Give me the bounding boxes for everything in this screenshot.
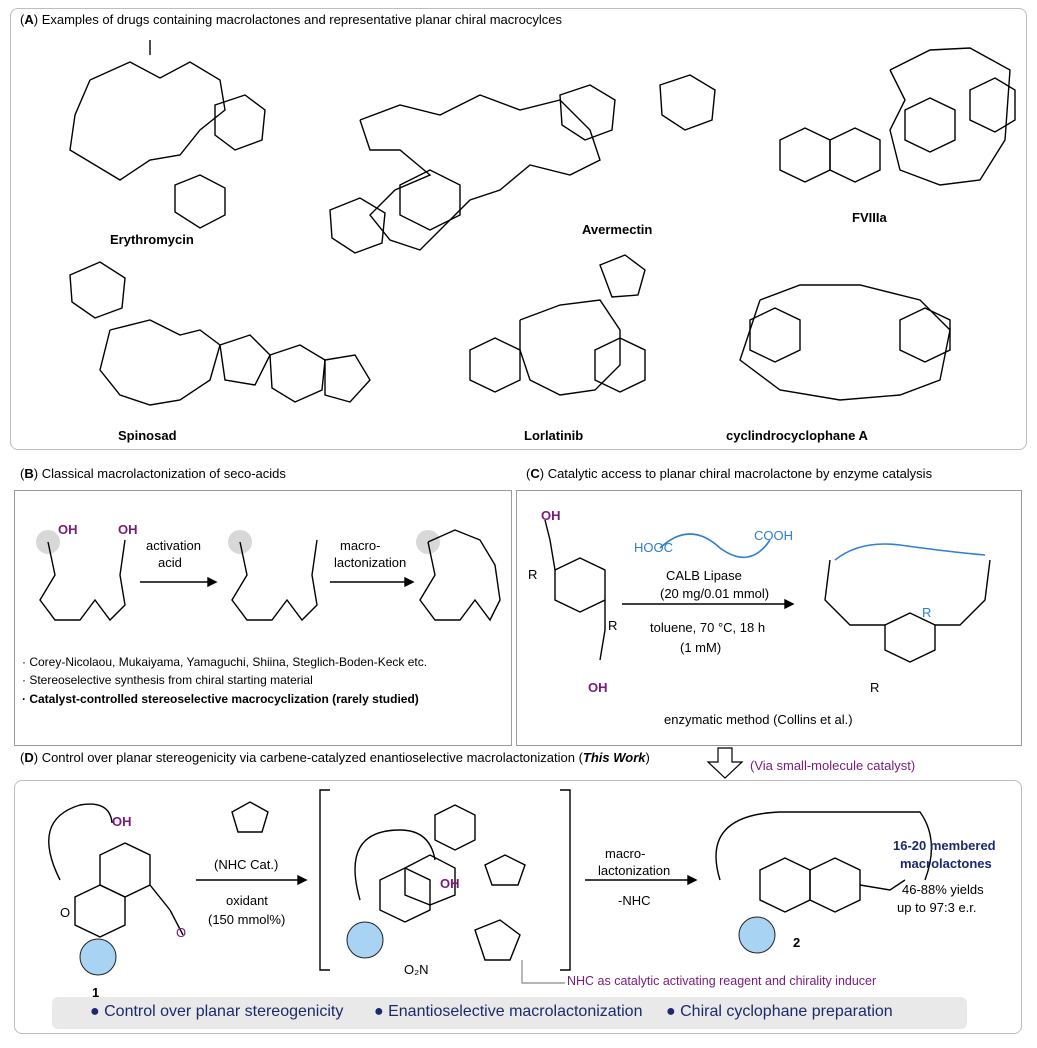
product-er: up to 97:3 e.r. bbox=[897, 900, 977, 915]
macrolactonization-d-2: lactonization bbox=[598, 863, 671, 878]
compound-cyclindrocyclophane: cyclindrocyclophane A bbox=[726, 428, 868, 443]
enzyme-concentration: (1 mM) bbox=[680, 640, 722, 655]
seco-alcohol-oh-label: OH bbox=[118, 522, 138, 537]
diol-r2: R bbox=[608, 618, 618, 633]
panel-b-bullet-1: · Corey-Nicolaou, Mukaiyama, Yamaguchi, … bbox=[22, 655, 428, 669]
nhc-role-note: NHC as catalytic activating reagent and … bbox=[567, 974, 877, 988]
cyclophane-r2: R bbox=[870, 680, 880, 695]
panel-c-title: (C) Catalytic access to planar chiral ma… bbox=[526, 466, 933, 481]
diol-bottom-oh: OH bbox=[588, 680, 608, 695]
nitro-group: O₂N bbox=[404, 962, 429, 977]
via-catalyst-note: (Via small-molecule catalyst) bbox=[750, 758, 916, 773]
enzyme-conditions: toluene, 70 °C, 18 h bbox=[650, 620, 766, 635]
macrolactonization-label-2: lactonization bbox=[334, 555, 407, 570]
panel-a bbox=[10, 8, 1027, 450]
feature-planar: ● Control over planar stereogenicity bbox=[90, 1003, 344, 1020]
feature-cyclophane: ● Chiral cyclophane preparation bbox=[666, 1003, 893, 1020]
cyclophane-r1: R bbox=[922, 605, 932, 620]
compound-avermectin: Avermectin bbox=[582, 222, 653, 237]
compound-spinosad: Spinosad bbox=[118, 428, 177, 443]
product-title-1: 16-20 membered bbox=[893, 838, 996, 853]
panel-b-title: (B) Classical macrolactonization of seco… bbox=[20, 466, 286, 481]
substrate-ether-o: O bbox=[60, 905, 71, 920]
enzyme-reagent: CALB Lipase bbox=[666, 568, 742, 583]
features-bar: ● Control over planar stereogenicity ● E… bbox=[52, 997, 967, 1029]
product-title-2: macrolactones bbox=[900, 856, 992, 871]
compound-erythromycin: Erythromycin bbox=[110, 232, 194, 247]
panel-b-bullet-2: · Stereoselective synthesis from chiral … bbox=[22, 673, 313, 687]
diacid-right: COOH bbox=[754, 528, 793, 543]
nhc-cat-label: (NHC Cat.) bbox=[214, 857, 279, 872]
panel-d-title: (D) Control over planar stereogenicity v… bbox=[20, 750, 650, 765]
product-yields: 46-88% yields bbox=[902, 882, 984, 897]
substrate-aldehyde-o: O bbox=[176, 925, 187, 940]
substrate-label: 1 bbox=[92, 985, 100, 1000]
compound-fviii: FVIIIa bbox=[852, 210, 887, 225]
substrate-oh: OH bbox=[112, 814, 132, 829]
oxidant-amount: (150 mmol%) bbox=[208, 912, 286, 927]
panel-a-title: (A) Examples of drugs containing macrola… bbox=[20, 12, 562, 27]
minus-nhc: -NHC bbox=[618, 893, 651, 908]
enzyme-amount: (20 mg/0.01 mmol) bbox=[660, 586, 770, 601]
activation-label-2: acid bbox=[158, 555, 182, 570]
seco-acid-oh-label: OH bbox=[58, 522, 78, 537]
activation-label-1: activation bbox=[146, 538, 201, 553]
diol-top-oh: OH bbox=[541, 508, 561, 523]
macrolactonization-d-1: macro- bbox=[605, 846, 646, 861]
diacid-left: HOOC bbox=[634, 540, 673, 555]
panel-b-bullet-3: · Catalyst-controlled stereoselective ma… bbox=[22, 692, 419, 706]
panel-d bbox=[14, 780, 1022, 1034]
intermediate-oh: OH bbox=[440, 876, 460, 891]
oxidant-label: oxidant bbox=[226, 893, 268, 908]
feature-enantioselective: ● Enantioselective macrolactonization bbox=[374, 1003, 643, 1020]
compound-lorlatinib: Lorlatinib bbox=[524, 428, 584, 443]
panel-b bbox=[14, 490, 512, 746]
product-label: 2 bbox=[793, 935, 801, 950]
macrolactonization-label-1: macro- bbox=[340, 538, 381, 553]
enzyme-method: enzymatic method (Collins et al.) bbox=[664, 712, 853, 727]
diol-r1: R bbox=[528, 567, 538, 582]
